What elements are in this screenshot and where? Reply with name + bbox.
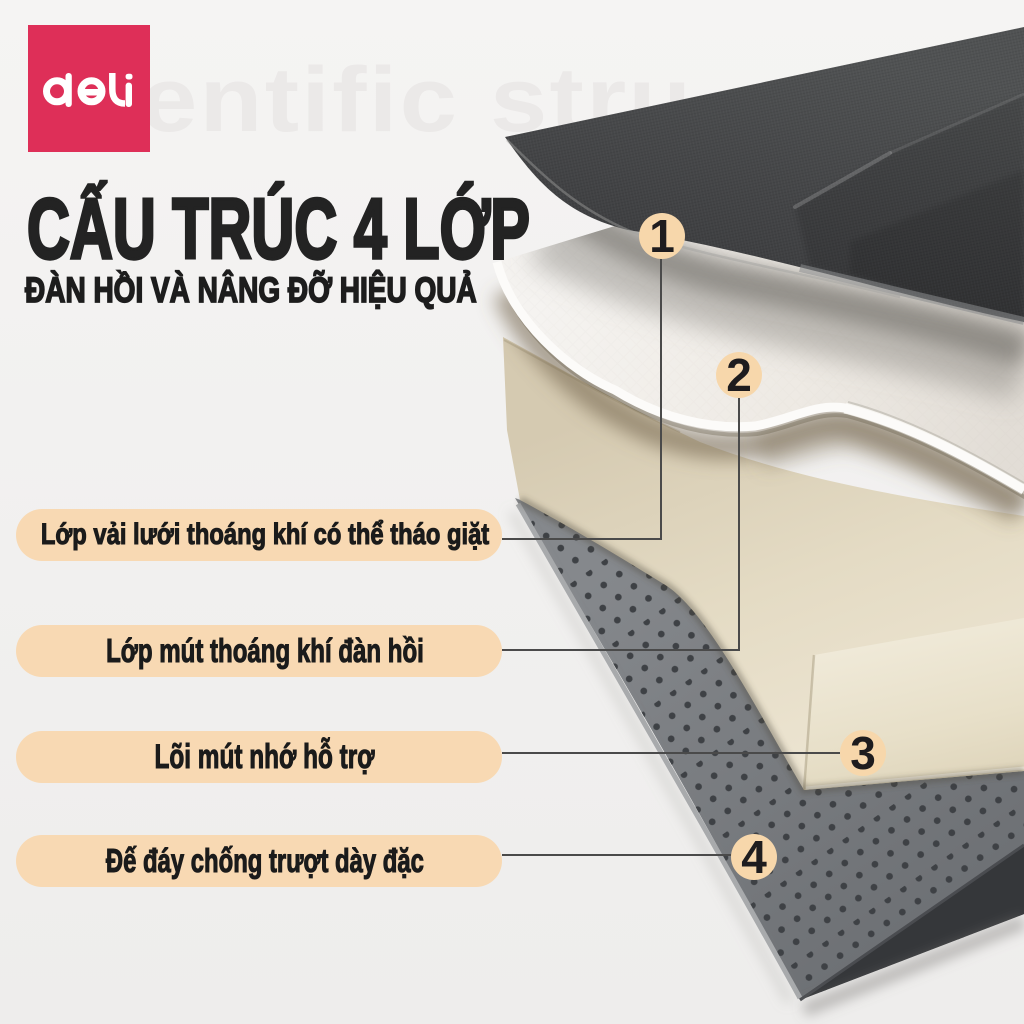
svg-text:1: 1 <box>649 210 675 262</box>
svg-text:4: 4 <box>741 831 767 883</box>
svg-text:2: 2 <box>726 349 752 401</box>
svg-text:3: 3 <box>850 727 876 779</box>
